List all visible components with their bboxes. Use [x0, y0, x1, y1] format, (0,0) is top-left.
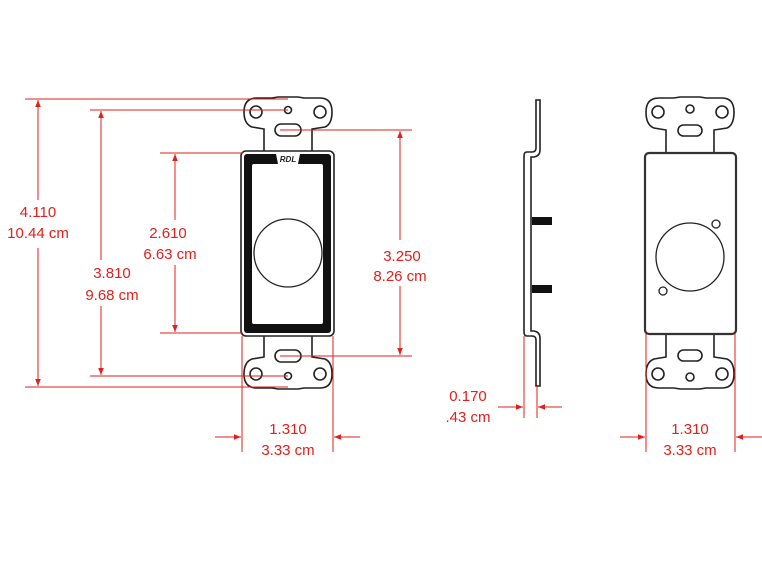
- slot: [677, 124, 703, 137]
- slot-spacing-cm: 8.26 cm: [373, 268, 426, 285]
- connector-screw-hole: [711, 219, 721, 229]
- slot-spacing-in: 3.250: [383, 248, 421, 265]
- side-view: 0.170 .43 cm: [445, 99, 562, 426]
- connector-screw-hole: [658, 286, 668, 296]
- thickness-in: 0.170: [449, 388, 487, 405]
- opening-height-cm: 6.63 cm: [143, 246, 196, 263]
- logo-notch: [276, 154, 300, 164]
- front-dimensions: 4.110 10.44 cm 3.810 9.68 cm 2.610 6.63 …: [7, 98, 427, 459]
- mount-hole: [651, 367, 665, 381]
- ear-spacing-cm: 9.68 cm: [85, 287, 138, 304]
- slot: [677, 349, 703, 362]
- overall-height-in: 4.110: [20, 204, 56, 221]
- ear-spacing-in: 3.810: [93, 265, 131, 282]
- mount-hole: [313, 367, 327, 381]
- tab: [532, 285, 552, 293]
- mount-hole: [249, 367, 263, 381]
- mount-hole: [249, 105, 263, 119]
- mount-hole: [313, 105, 327, 119]
- opening-height-in: 2.610: [149, 225, 187, 242]
- connector-cutout: [655, 222, 725, 292]
- mount-hole: [715, 367, 729, 381]
- rdl-logo: RDL: [280, 155, 297, 164]
- round-cutout: [253, 218, 323, 288]
- thickness-cm: .43 cm: [445, 409, 490, 426]
- tab: [532, 217, 552, 225]
- mount-hole: [651, 105, 665, 119]
- mount-hole: [715, 105, 729, 119]
- back-view: 1.310 3.33 cm: [620, 96, 762, 459]
- screw-hole: [685, 372, 695, 382]
- back-width-cm: 3.33 cm: [663, 442, 716, 459]
- front-width-cm: 3.33 cm: [261, 442, 314, 459]
- screw-hole: [685, 104, 695, 114]
- plate-profile: [523, 99, 541, 387]
- front-view: RDL: [240, 96, 335, 390]
- front-width-in: 1.310: [269, 421, 307, 438]
- back-width-in: 1.310: [671, 421, 709, 438]
- overall-height-cm: 10.44 cm: [7, 225, 69, 242]
